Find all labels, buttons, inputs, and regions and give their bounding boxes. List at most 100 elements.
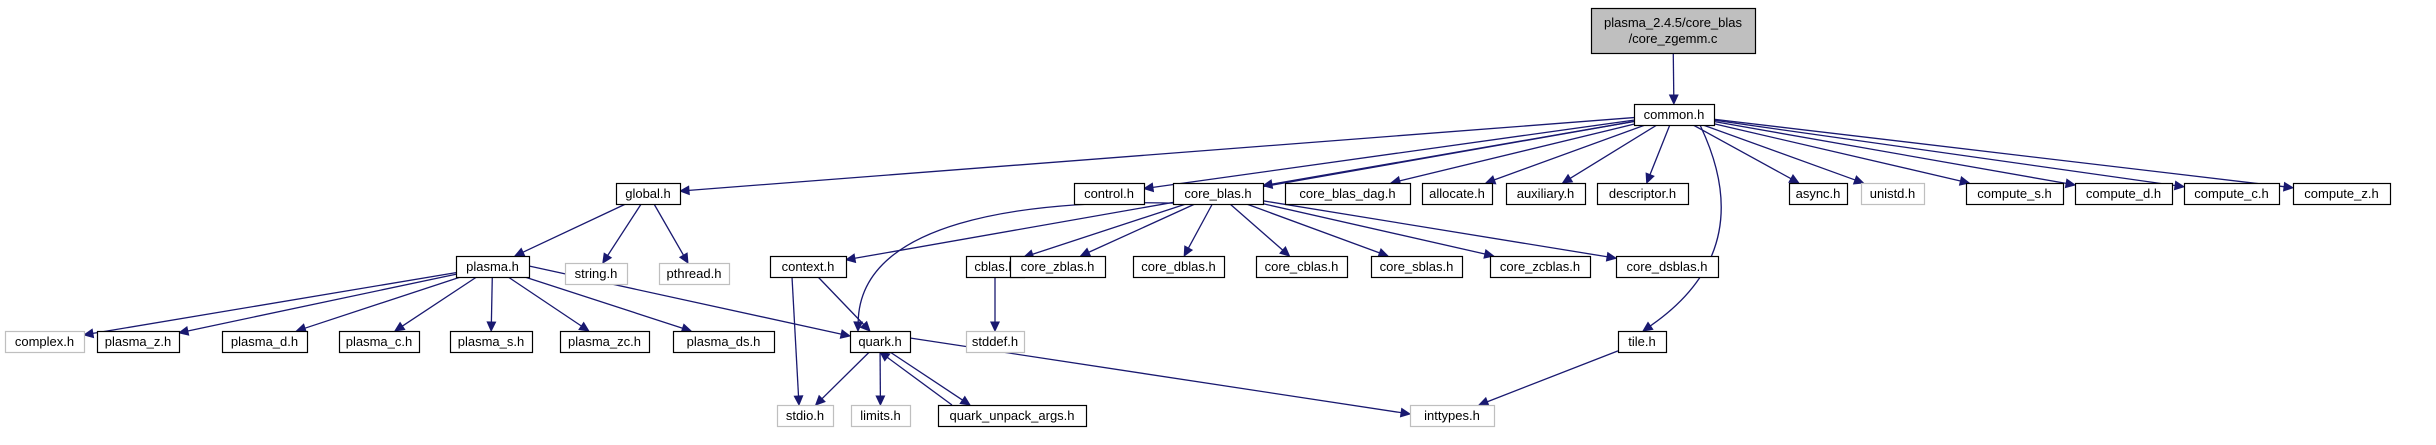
node-label: plasma_2.4.5/core_blas <box>1604 15 1743 30</box>
node-core-zblas[interactable]: core_zblas.h <box>1009 255 1107 279</box>
edge-line <box>688 116 1635 191</box>
node-plasma-d[interactable]: plasma_d.h <box>221 330 309 354</box>
node-global[interactable]: global.h <box>615 182 682 206</box>
arrowhead-icon <box>1788 174 1800 184</box>
node-compute-s[interactable]: compute_s.h <box>1965 182 2065 206</box>
edge-common-to-auxiliary <box>1561 124 1658 184</box>
arrowhead-icon <box>177 325 190 336</box>
node-core-dblas[interactable]: core_dblas.h <box>1132 255 1226 279</box>
arrowhead-icon <box>990 321 1000 333</box>
edge-quark-to-quark_unpack_args <box>889 351 971 406</box>
arrowhead-icon <box>602 252 613 264</box>
node-label: context.h <box>782 259 835 274</box>
node-common[interactable]: common.h <box>1633 103 1716 127</box>
node-box <box>1132 255 1226 279</box>
node-box <box>776 404 835 428</box>
node-label: core_zblas.h <box>1021 259 1095 274</box>
arrowhead-icon <box>875 395 886 407</box>
node-context[interactable]: context.h <box>769 255 848 279</box>
arrowhead-icon <box>1605 251 1618 262</box>
node-label: auxiliary.h <box>1517 186 1575 201</box>
arrowhead-icon <box>853 321 864 333</box>
edge-plasma-to-plasma_c <box>393 276 477 332</box>
node-box <box>1615 255 1720 279</box>
node-label: quark.h <box>858 334 901 349</box>
node-box <box>850 404 912 428</box>
node-plasma-z[interactable]: plasma_z.h <box>96 330 181 354</box>
node-box <box>615 182 682 206</box>
node-label: stddef.h <box>972 334 1018 349</box>
node-box <box>4 330 86 354</box>
node-core-sblas[interactable]: core_sblas.h <box>1370 255 1464 279</box>
arrowhead-icon <box>814 394 826 406</box>
node-box <box>769 255 848 279</box>
node-label: plasma_zc.h <box>568 334 641 349</box>
edge-line <box>607 203 642 256</box>
node-label: core_dblas.h <box>1141 259 1215 274</box>
node-inttypes: inttypes.h <box>1409 404 1496 428</box>
node-plasma[interactable]: plasma.h <box>455 255 531 279</box>
node-label: compute_c.h <box>2194 186 2268 201</box>
node-plasma-zc[interactable]: plasma_zc.h <box>559 330 651 354</box>
node-core-zcblas[interactable]: core_zcblas.h <box>1489 255 1592 279</box>
node-quark[interactable]: quark.h <box>849 330 912 354</box>
nodes-layer: plasma_2.4.5/core_blas/core_zgemm.ccommo… <box>4 7 2392 428</box>
node-compute-c[interactable]: compute_c.h <box>2183 182 2281 206</box>
node-box <box>1421 182 1494 206</box>
node-box <box>937 404 1088 428</box>
node-box <box>2292 182 2392 206</box>
edge-common-to-tile <box>1642 124 1722 332</box>
node-label: unistd.h <box>1870 186 1916 201</box>
edge-core_blas-to-core_dblas <box>1183 203 1213 258</box>
node-core-blas[interactable]: core_blas.h <box>1172 182 1265 206</box>
node-box <box>1633 103 1716 127</box>
node-label: descriptor.h <box>1609 186 1676 201</box>
node-core-blas-dag[interactable]: core_blas_dag.h <box>1284 182 1412 206</box>
edge-line <box>791 276 800 397</box>
arrowhead-icon <box>793 395 804 407</box>
node-label: cblas.h <box>974 259 1015 274</box>
node-auxiliary[interactable]: auxiliary.h <box>1505 182 1587 206</box>
node-compute-d[interactable]: compute_d.h <box>2074 182 2174 206</box>
edge-core_blas-to-core_cblas <box>1229 203 1291 257</box>
node-compute-z[interactable]: compute_z.h <box>2292 182 2392 206</box>
node-root[interactable]: plasma_2.4.5/core_blas/core_zgemm.c <box>1590 7 1757 55</box>
node-async[interactable]: async.h <box>1788 182 1849 206</box>
edge-line <box>1713 120 2067 185</box>
edge-tile-to-inttypes <box>1477 350 1619 407</box>
node-label: plasma.h <box>466 259 519 274</box>
edges-layer <box>82 52 2295 418</box>
node-core-dsblas[interactable]: core_dsblas.h <box>1615 255 1720 279</box>
node-label: core_blas_dag.h <box>1299 186 1395 201</box>
node-complex: complex.h <box>4 330 86 354</box>
node-plasma-c[interactable]: plasma_c.h <box>338 330 421 354</box>
node-label: global.h <box>625 186 671 201</box>
edge-common-to-compute_s <box>1713 123 1971 186</box>
node-string: string.h <box>564 262 629 286</box>
edge-core_blas-to-core_sblas <box>1246 203 1390 258</box>
arrowhead-icon <box>1668 94 1679 106</box>
arrowhead-icon <box>82 328 95 339</box>
node-box <box>1073 182 1146 206</box>
edge-common-to-control <box>1142 119 1635 193</box>
edge-line <box>1088 203 1196 253</box>
edge-plasma-to-complex <box>82 271 457 339</box>
edge-line <box>1229 203 1284 251</box>
node-descriptor[interactable]: descriptor.h <box>1596 182 1690 206</box>
node-box <box>1965 182 2065 206</box>
node-control[interactable]: control.h <box>1073 182 1146 206</box>
node-label: compute_d.h <box>2086 186 2161 201</box>
node-core-cblas[interactable]: core_cblas.h <box>1255 255 1349 279</box>
node-allocate[interactable]: allocate.h <box>1421 182 1494 206</box>
node-quark-unpack-args[interactable]: quark_unpack_args.h <box>937 404 1088 428</box>
node-label: inttypes.h <box>1424 408 1480 423</box>
node-plasma-ds[interactable]: plasma_ds.h <box>672 330 776 354</box>
node-tile[interactable]: tile.h <box>1617 330 1668 354</box>
edge-line <box>1487 350 1619 403</box>
node-box <box>1409 404 1496 428</box>
edge-common-to-compute_d <box>1713 120 2077 189</box>
node-box <box>1489 255 1592 279</box>
edge-plasma-to-plasma_d <box>295 276 461 333</box>
node-plasma-s[interactable]: plasma_s.h <box>449 330 534 354</box>
